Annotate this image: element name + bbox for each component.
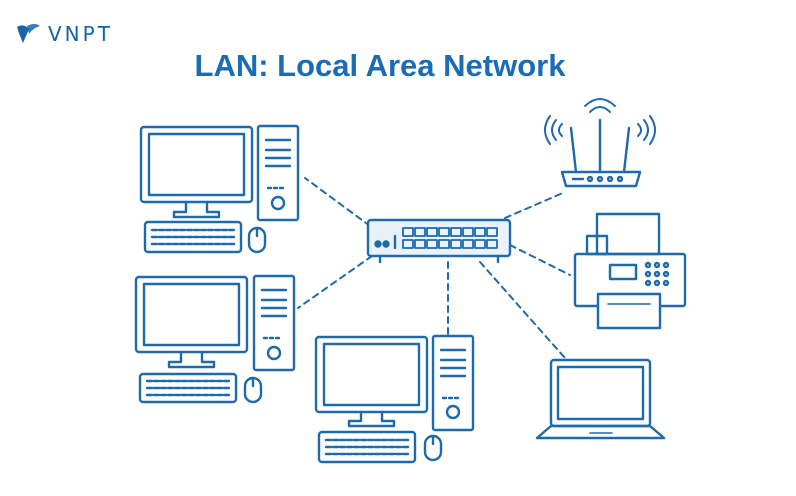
vnpt-logo-icon (17, 24, 40, 43)
keyboard-icon (138, 372, 238, 404)
tower-icon (256, 124, 300, 222)
brand: VNPT (14, 22, 113, 46)
link-switch-laptop (479, 261, 566, 359)
desktop-computer-2 (134, 274, 296, 404)
printer (573, 212, 687, 330)
monitor-icon (134, 275, 249, 354)
network-switch (366, 218, 512, 264)
tower-icon (252, 274, 296, 372)
laptop (535, 358, 666, 440)
diagram-title: LAN: Local Area Network (194, 48, 566, 83)
keyboard-icon (317, 430, 417, 464)
monitor-icon (314, 335, 429, 414)
tower-icon (431, 334, 475, 432)
monitor-icon (139, 125, 254, 204)
desktop-computer-3 (314, 334, 475, 464)
network-links (297, 177, 571, 359)
desktop-computer-1 (139, 124, 300, 254)
link-switch-desktop-2 (297, 255, 373, 309)
wifi-signal-icon (544, 98, 656, 145)
link-switch-router (504, 191, 566, 219)
keyboard-icon (143, 220, 243, 254)
link-switch-printer (509, 244, 571, 276)
wifi-router (544, 98, 656, 188)
brand-name: VNPT (48, 22, 113, 46)
link-switch-desktop-1 (304, 177, 371, 227)
